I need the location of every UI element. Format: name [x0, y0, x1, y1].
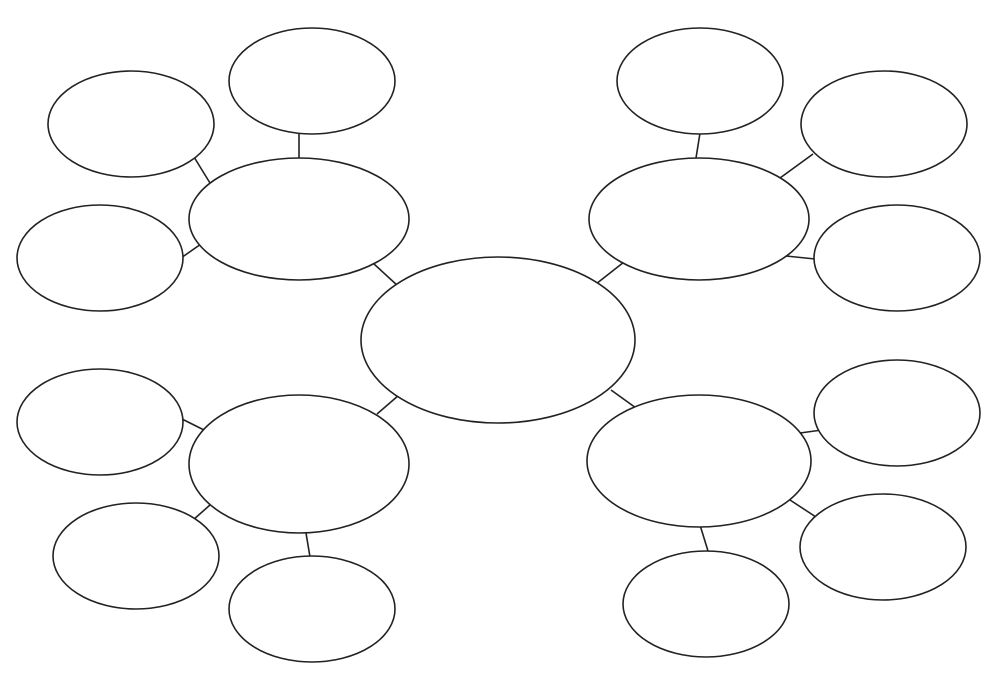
connector-branch-1-leaf-2 — [193, 156, 211, 184]
connector-branch-3-leaf-3 — [305, 532, 311, 558]
connector-branch-2-leaf-3 — [785, 255, 816, 260]
leaf-bubble — [52, 502, 220, 610]
connector-center-branch-1 — [373, 263, 399, 287]
connector-branch-4-leaf-3 — [699, 524, 709, 552]
leaf-bubble — [800, 70, 968, 178]
leaf-bubble — [616, 27, 784, 135]
connector-branch-2-leaf-1 — [695, 132, 701, 159]
connector-branch-4-leaf-2 — [789, 499, 817, 518]
leaf-bubble — [47, 70, 215, 178]
connector-branch-3-leaf-1 — [179, 417, 205, 431]
leaf-bubble — [16, 368, 184, 476]
branch-4 — [586, 359, 981, 658]
connector-center-branch-4 — [610, 389, 637, 409]
leaf-bubble — [799, 493, 967, 601]
branch-bubble — [588, 157, 810, 281]
branch-1 — [16, 27, 410, 312]
leaf-bubble — [813, 359, 981, 467]
center-bubble — [360, 256, 636, 424]
branch-bubble — [188, 394, 410, 534]
branch-2 — [588, 27, 981, 312]
connector-branch-2-leaf-2 — [779, 153, 814, 179]
connector-branch-3-leaf-2 — [192, 504, 211, 521]
leaf-bubble — [228, 555, 396, 663]
connector-center-branch-3 — [376, 394, 400, 415]
connector-center-branch-2 — [595, 261, 625, 285]
leaf-bubble — [622, 550, 790, 658]
branch-bubble — [188, 157, 410, 281]
leaf-bubble — [228, 27, 396, 135]
center-node — [360, 256, 636, 424]
connector-branch-1-leaf-3 — [180, 243, 202, 259]
branch-bubble — [586, 394, 812, 528]
leaf-bubble — [16, 204, 184, 312]
leaf-bubble — [813, 204, 981, 312]
branch-3 — [16, 368, 410, 663]
